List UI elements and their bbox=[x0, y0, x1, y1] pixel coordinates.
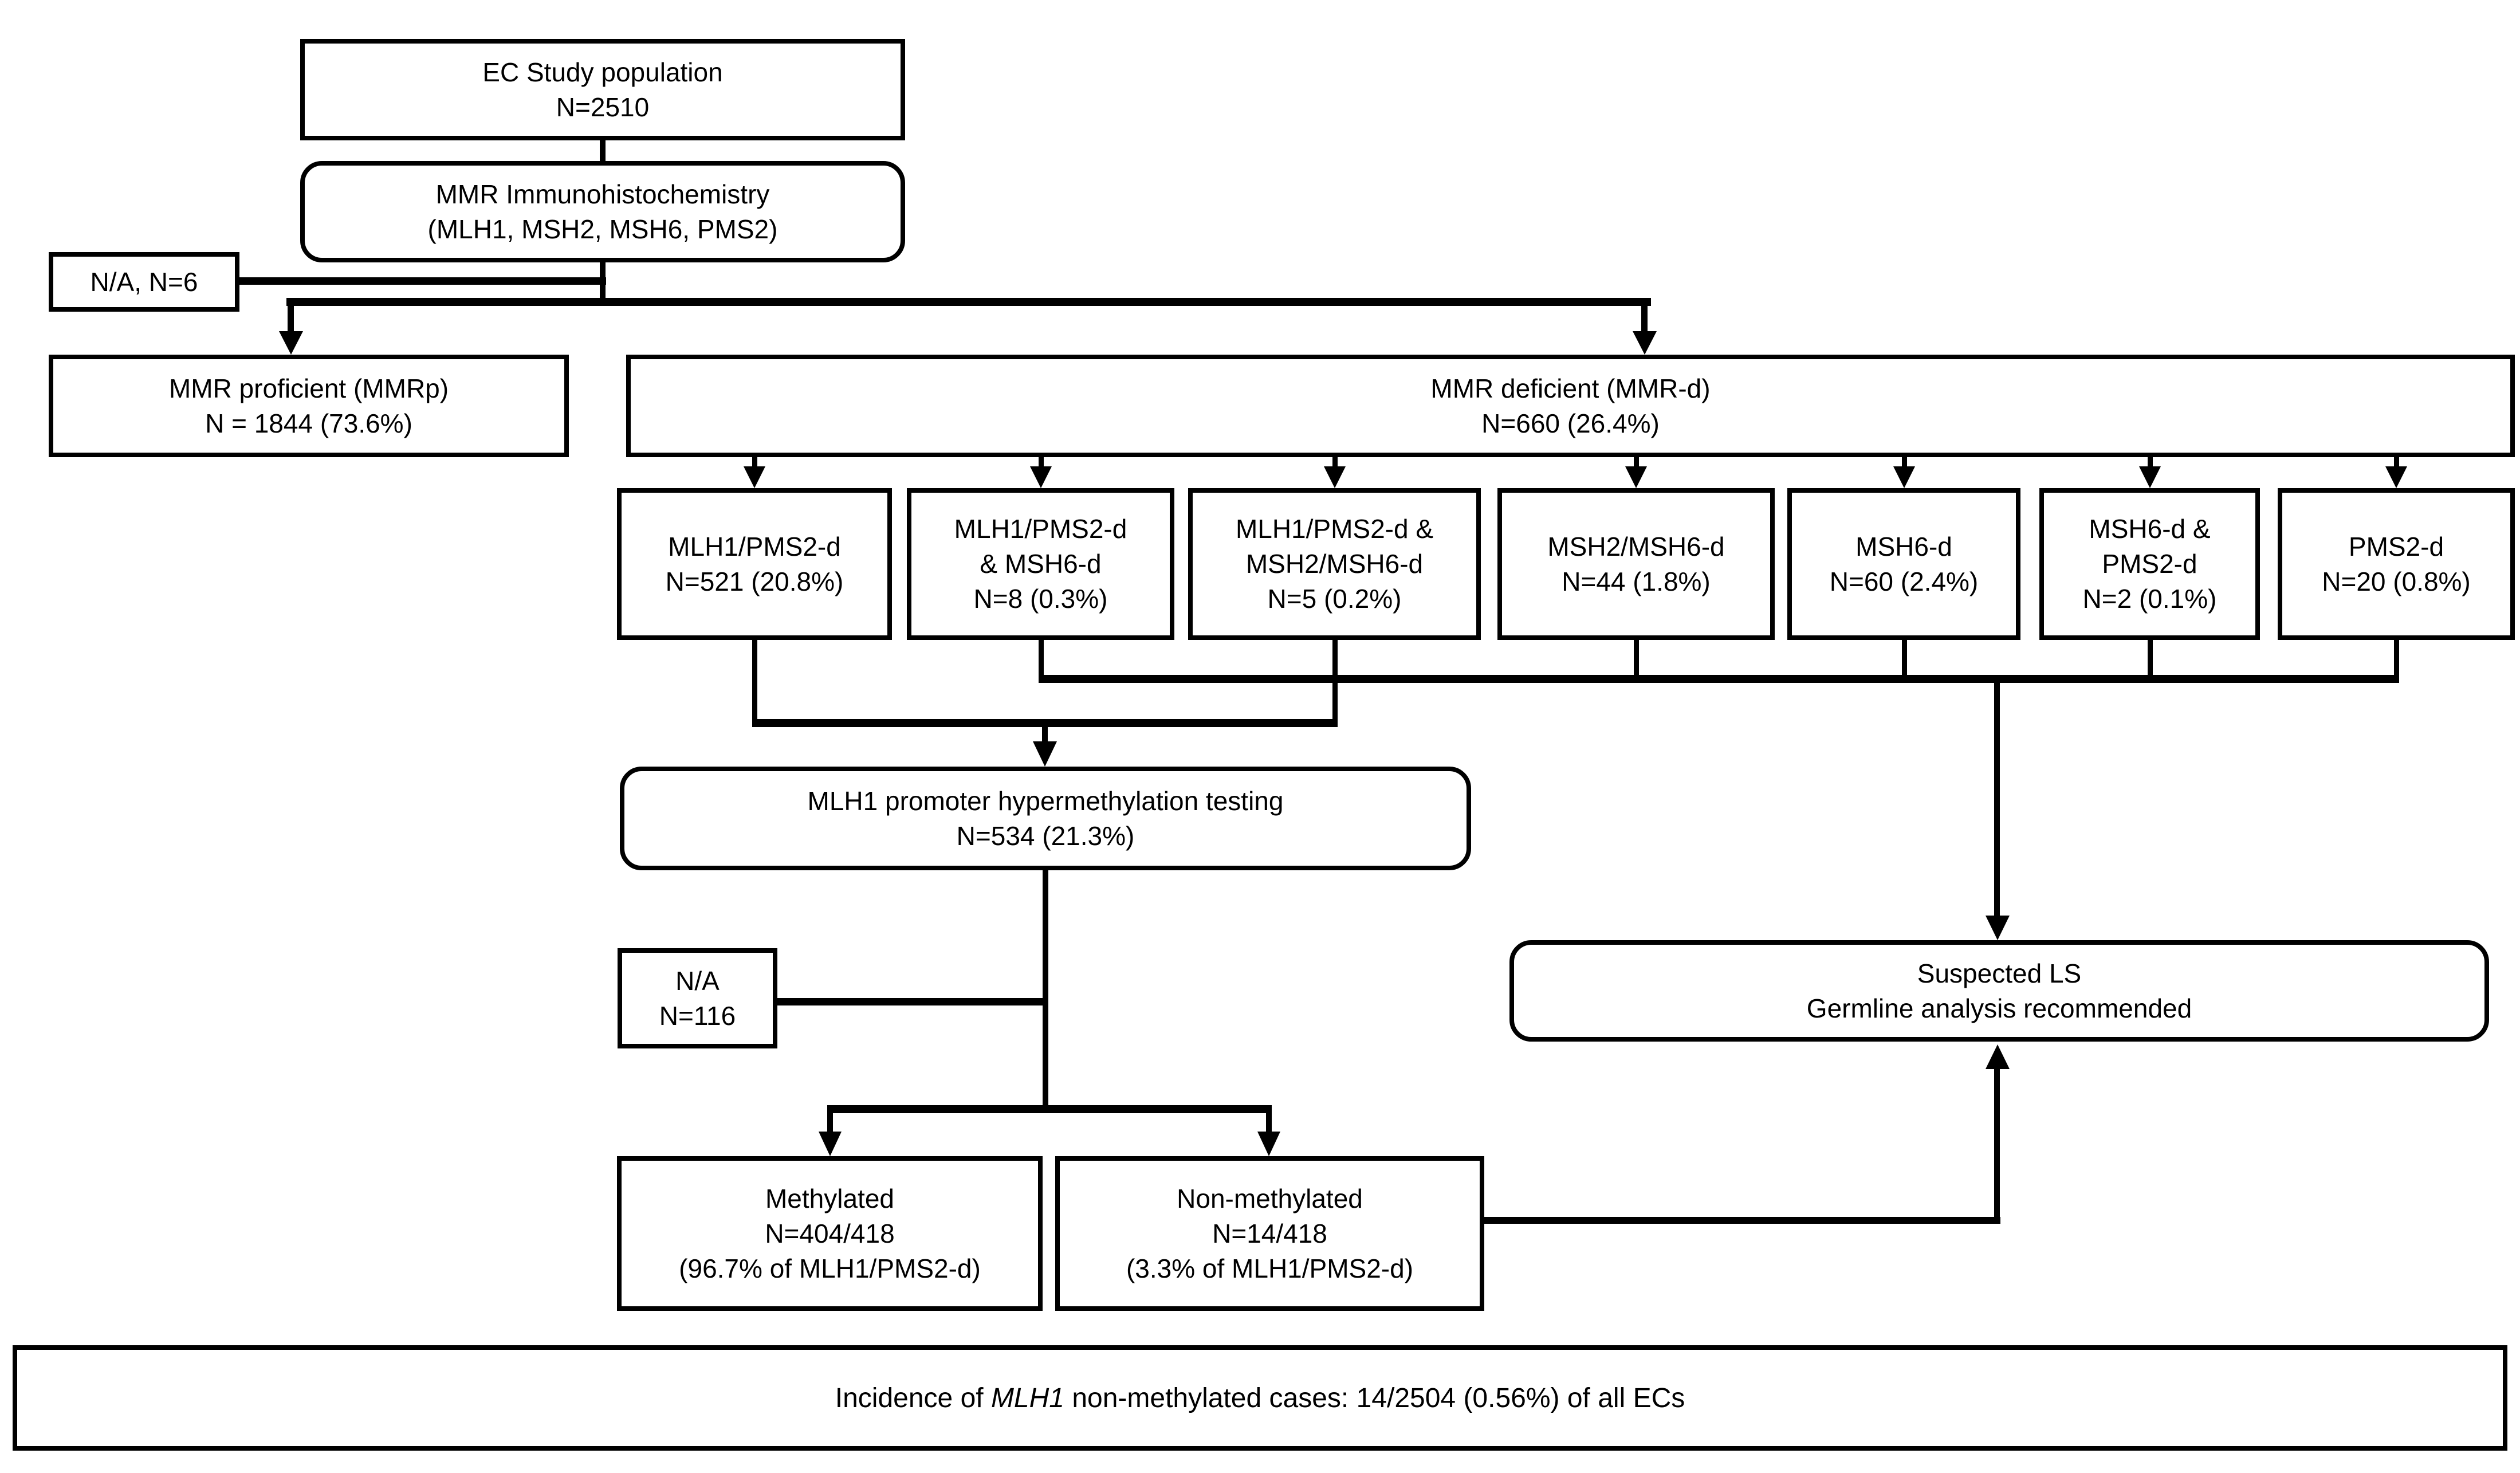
node-mmr-proficient: MMR proficient (MMRp) N = 1844 (73.6%) bbox=[49, 355, 569, 457]
arrow-to-sub6 bbox=[2139, 457, 2161, 488]
node-mlh1-promoter-hypermethylation-testing: MLH1 promoter hypermethylation testing N… bbox=[620, 767, 1471, 870]
node-msh2-msh6-d: MSH2/MSH6-d N=44 (1.8%) bbox=[1497, 488, 1775, 640]
text-line: MLH1/PMS2-d bbox=[668, 531, 841, 561]
collector-line-to-mlh1-testing bbox=[752, 719, 1338, 727]
node-pms2-d: PMS2-d N=20 (0.8%) bbox=[2278, 488, 2515, 640]
connector-na116 bbox=[777, 998, 1045, 1005]
arrow-to-sub7 bbox=[2385, 457, 2407, 488]
split-line-methylation bbox=[827, 1105, 1272, 1113]
text-line: MLH1/PMS2-d & bbox=[1235, 514, 1434, 544]
arrow-to-sub1 bbox=[744, 457, 765, 488]
text-line: MSH2/MSH6-d bbox=[1547, 531, 1725, 561]
text-line: N=44 (1.8%) bbox=[1562, 566, 1711, 596]
stub-mlh1-testing-down bbox=[1043, 870, 1048, 1113]
text-line: MLH1/PMS2-d bbox=[954, 514, 1127, 544]
text-line: EC Study population bbox=[482, 57, 723, 87]
stub-sub1-down bbox=[752, 640, 757, 727]
text-line: N=5 (0.2%) bbox=[1267, 584, 1402, 614]
arrow-to-mmrd bbox=[1633, 306, 1657, 355]
banner-gene-italic: MLH1 bbox=[990, 1382, 1064, 1413]
node-na-n6: N/A, N=6 bbox=[49, 252, 239, 312]
text-line: MLH1 promoter hypermethylation testing bbox=[807, 785, 1284, 816]
node-methylated: Methylated N=404/418 (96.7% of MLH1/PMS2… bbox=[617, 1156, 1043, 1311]
arrow-to-mmrp bbox=[279, 306, 303, 355]
text-line: N=2510 bbox=[556, 92, 650, 122]
connector-na6-to-trunk bbox=[239, 277, 606, 285]
text-line: PMS2-d bbox=[2348, 531, 2444, 561]
arrow-to-sub4 bbox=[1625, 457, 1647, 488]
arrow-to-mlh1-testing bbox=[1033, 727, 1057, 767]
text-line: N=534 (21.3%) bbox=[956, 820, 1135, 851]
text-line: N/A bbox=[675, 965, 720, 996]
node-mlh1-pms2-d-and-msh6-d: MLH1/PMS2-d & MSH6-d N=8 (0.3%) bbox=[907, 488, 1174, 640]
text-line: N=8 (0.3%) bbox=[973, 584, 1108, 614]
text-line: Germline analysis recommended bbox=[1806, 993, 2192, 1023]
text-line: Methylated bbox=[765, 1183, 894, 1213]
node-msh6-d-and-pms2-d: MSH6-d & PMS2-d N=2 (0.1%) bbox=[2039, 488, 2260, 640]
arrow-down-to-suspected-ls bbox=[1986, 683, 2010, 940]
text-line: MMR deficient (MMR-d) bbox=[1430, 373, 1711, 403]
connector-ec-to-ihc bbox=[600, 140, 606, 163]
stub-sub3-down bbox=[1332, 640, 1338, 727]
connector-ihc-trunk bbox=[600, 262, 606, 306]
text-line: N=60 (2.4%) bbox=[1829, 566, 1979, 596]
text-line: N = 1844 (73.6%) bbox=[205, 408, 412, 438]
banner-incidence: Incidence of MLH1 non-methylated cases: … bbox=[13, 1345, 2507, 1451]
node-msh6-d: MSH6-d N=60 (2.4%) bbox=[1787, 488, 2020, 640]
text-line: (96.7% of MLH1/PMS2-d) bbox=[679, 1253, 981, 1283]
node-ec-study-population: EC Study population N=2510 bbox=[300, 39, 905, 140]
arrow-up-to-suspected-ls bbox=[1986, 1044, 2010, 1069]
text-line: N=14/418 bbox=[1212, 1218, 1327, 1248]
node-mmr-immunohistochemistry: MMR Immunohistochemistry (MLH1, MSH2, MS… bbox=[300, 161, 905, 262]
text-line: MMR Immunohistochemistry bbox=[435, 179, 770, 209]
stub-sub7-down bbox=[2394, 640, 2399, 683]
stub-sub4-down bbox=[1634, 640, 1639, 683]
text-line: PMS2-d bbox=[2102, 549, 2197, 579]
text-line: N=116 bbox=[659, 1000, 736, 1031]
collector-line-to-ls bbox=[1039, 675, 2399, 683]
text-line: N=521 (20.8%) bbox=[665, 566, 844, 596]
connector-branch-line bbox=[286, 298, 1651, 306]
text-line: N=2 (0.1%) bbox=[2082, 584, 2217, 614]
stub-sub5-down bbox=[1902, 640, 1907, 683]
text-line: (MLH1, MSH2, MSH6, PMS2) bbox=[427, 214, 778, 244]
arrow-to-sub3 bbox=[1324, 457, 1346, 488]
stub-sub6-down bbox=[2148, 640, 2153, 683]
text-line: MSH6-d & bbox=[2089, 514, 2211, 544]
arrow-to-sub5 bbox=[1893, 457, 1915, 488]
text-line: (3.3% of MLH1/PMS2-d) bbox=[1126, 1253, 1414, 1283]
banner-text-prefix: Incidence of bbox=[835, 1382, 991, 1413]
node-suspected-ls: Suspected LS Germline analysis recommend… bbox=[1509, 940, 2489, 1042]
text-line: MSH6-d bbox=[1855, 531, 1952, 561]
node-non-methylated: Non-methylated N=14/418 (3.3% of MLH1/PM… bbox=[1055, 1156, 1484, 1311]
arrow-to-methylated bbox=[819, 1113, 842, 1156]
text-line: Non-methylated bbox=[1177, 1183, 1363, 1213]
text-line: MSH2/MSH6-d bbox=[1245, 549, 1424, 579]
arrow-to-sub2 bbox=[1030, 457, 1052, 488]
text-line: MMR proficient (MMRp) bbox=[168, 373, 449, 403]
node-mlh1-pms2-d-and-msh2-msh6-d: MLH1/PMS2-d & MSH2/MSH6-d N=5 (0.2%) bbox=[1188, 488, 1481, 640]
arrow-to-non-methylated bbox=[1257, 1113, 1280, 1156]
node-mlh1-pms2-d: MLH1/PMS2-d N=521 (20.8%) bbox=[617, 488, 892, 640]
text-line: N=660 (26.4%) bbox=[1481, 408, 1660, 438]
banner-text-suffix: non-methylated cases: 14/2504 (0.56%) of… bbox=[1064, 1382, 1685, 1413]
text-line: & MSH6-d bbox=[980, 549, 1102, 579]
node-mmr-deficient: MMR deficient (MMR-d) N=660 (26.4%) bbox=[626, 355, 2515, 457]
text-line: N/A, N=6 bbox=[90, 266, 198, 297]
stub-sub2-down bbox=[1039, 640, 1044, 683]
node-na-n116: N/A N=116 bbox=[618, 948, 777, 1048]
text-line: Suspected LS bbox=[1917, 958, 2082, 988]
text-line: N=20 (0.8%) bbox=[2322, 566, 2471, 596]
text-line: N=404/418 bbox=[765, 1218, 895, 1248]
elbow-non-methylated-to-ls bbox=[1484, 1067, 2000, 1224]
